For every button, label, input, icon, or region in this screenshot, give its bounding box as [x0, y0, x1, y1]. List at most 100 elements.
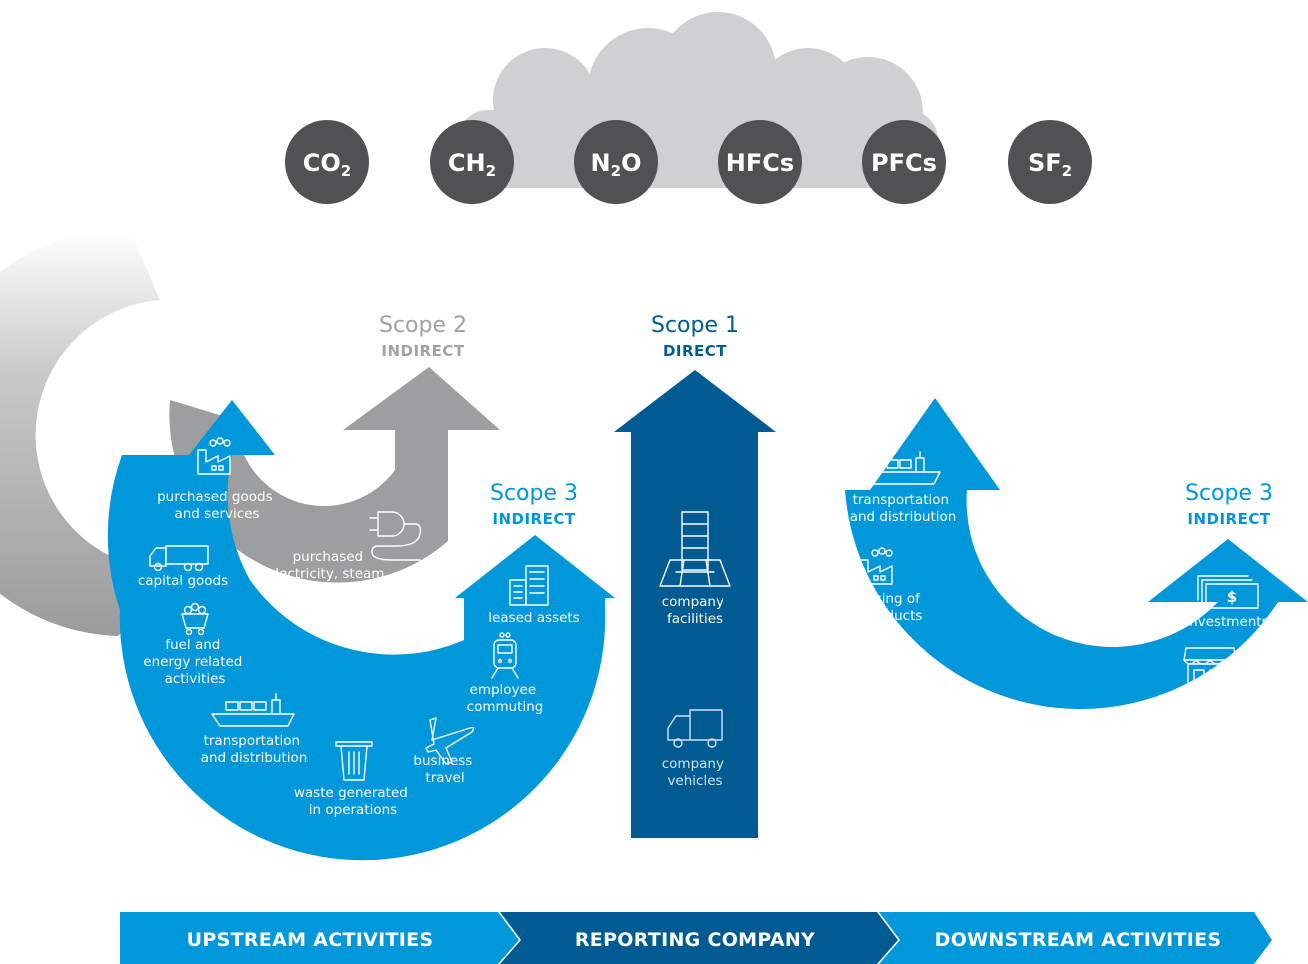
downstream-item-line: processing of [830, 591, 921, 607]
downstream-item-line: end-of-life treatment [934, 769, 1074, 785]
upstream-item-line: fuel and [165, 637, 220, 653]
scope2-item-purchased-energy: purchased electricity, steam, heating & … [267, 511, 422, 616]
van-icon [667, 709, 723, 748]
svg-text:SF2: SF2 [1028, 149, 1072, 180]
scope3-downstream-title: Scope 3 [1185, 481, 1273, 506]
scope3-upstream-title: Scope 3 [490, 481, 578, 506]
airplane-icon [425, 717, 475, 765]
scope1-item-vehicles: company vehicles [662, 709, 729, 789]
scope2-item-line: for own use [291, 600, 370, 616]
scope1-item-line: facilities [667, 611, 723, 627]
downstream-item-line: of sold products [952, 786, 1060, 802]
svg-text:business travel: business travel [413, 753, 476, 786]
svg-text:transportation and distr: transportation and distribution [850, 492, 957, 525]
svg-text:waste generated in opera: waste generated in operations [294, 785, 412, 818]
coal-cart-icon [181, 602, 209, 636]
scope1-subtitle: DIRECT [663, 342, 727, 360]
band-upstream [120, 912, 519, 964]
scope1-arrow-shape [614, 370, 776, 838]
activity-band: UPSTREAM ACTIVITIES REPORTING COMPANY DO… [120, 912, 1272, 964]
downstream-item-leased-assets: leased assets [1104, 707, 1196, 770]
svg-text:company vehicles: company vehicles [662, 756, 729, 789]
scope3-downstream-arrow-shape [845, 398, 1308, 709]
downstream-item-end-of-life: end-of-life treatment of sold products [934, 727, 1079, 802]
truck-icon [149, 545, 209, 572]
upstream-item-line: in operations [309, 802, 397, 818]
band-downstream-label: DOWNSTREAM ACTIVITIES [935, 929, 1222, 951]
svg-text:purchased goods and serv: purchased goods and services [157, 489, 277, 522]
svg-text:fuel and energy related: fuel and energy related activities [143, 637, 246, 687]
downstream-item-transportation: transportation and distribution [850, 451, 957, 525]
ship-icon [211, 693, 295, 727]
light-bulb-icon [889, 644, 931, 689]
upstream-item-waste: waste generated in operations [294, 741, 412, 818]
gas-sf2: SF2 [1008, 120, 1092, 204]
svg-text:CO2: CO2 [303, 149, 351, 180]
svg-text:company facilities: company facilities [662, 594, 729, 627]
scope3-downstream-subtitle: INDIRECT [1187, 510, 1270, 528]
scope1-title: Scope 1 [651, 313, 739, 338]
svg-text:HFCs: HFCs [726, 149, 794, 177]
upstream-item-line: leased assets [488, 610, 580, 626]
downstream-item-line: investments [1185, 614, 1268, 630]
scope2-item-line: electricity, steam, [267, 566, 389, 582]
svg-text:PFCs: PFCs [871, 149, 937, 177]
gas-hfcs: HFCs [718, 120, 802, 204]
upstream-item-line: commuting [467, 699, 544, 715]
gas-n2o: N2O [574, 120, 658, 204]
building-icon [1127, 707, 1167, 748]
scope2-item-line: heating & cooling [268, 583, 387, 599]
upstream-item-line: and distribution [201, 750, 308, 766]
upstream-item-line: transportation [204, 733, 301, 749]
svg-text:processing of sold produ: processing of sold products [830, 591, 924, 624]
svg-text:CH2: CH2 [448, 149, 496, 180]
scope1-item-facilities: company facilities [659, 511, 731, 627]
office-building-icon [659, 511, 731, 587]
svg-text:purchased electricity, s: purchased electricity, steam, heating & … [267, 549, 393, 616]
scope1-item-line: company [662, 756, 724, 772]
scope3-upstream-subtitle: INDIRECT [492, 510, 575, 528]
svg-text:use of sold products: use of sold products [872, 701, 949, 734]
upstream-item-line: and services [174, 506, 259, 522]
building-icon [509, 565, 549, 606]
upstream-item-line: waste generated [294, 785, 408, 801]
downstream-item-investments: $ investments [1185, 575, 1269, 630]
upstream-item-line: energy related [143, 654, 242, 670]
downstream-item-line: transportation [853, 492, 950, 508]
svg-text:employee commuting: employee commuting [467, 682, 544, 715]
recycle-bin-icon [985, 727, 1023, 759]
band-upstream-label: UPSTREAM ACTIVITIES [187, 929, 434, 951]
plug-icon [369, 511, 422, 561]
band-downstream [879, 912, 1272, 964]
upstream-item-transportation: transportation and distribution [201, 693, 308, 766]
band-reporting [500, 912, 898, 964]
downstream-item-line: use of sold [872, 701, 945, 717]
storefront-icon [1183, 647, 1237, 687]
gas-ch2: CH2 [430, 120, 514, 204]
upstream-item-line: employee [470, 682, 537, 698]
scope1-item-line: vehicles [667, 773, 722, 789]
scope2-item-line: purchased [293, 549, 364, 565]
downstream-item-use: use of sold products [872, 644, 949, 734]
downstream-item-line: franchises [1175, 687, 1244, 703]
band-reporting-label: REPORTING COMPANY [575, 929, 815, 951]
downstream-item-line: and distribution [850, 509, 957, 525]
downstream-item-line: leased assets [1104, 754, 1196, 770]
upstream-item-line: business [413, 753, 472, 769]
upstream-item-line: purchased goods [157, 489, 273, 505]
upstream-item-line: travel [425, 770, 464, 786]
ship-icon [859, 451, 941, 485]
scope1-item-line: company [662, 594, 724, 610]
banknote-icon: $ [1197, 575, 1259, 609]
scope2-title: Scope 2 [379, 313, 467, 338]
train-icon [491, 632, 519, 679]
svg-text:transportation and distr: transportation and distribution [201, 733, 308, 766]
scope2-swirl-shadow [0, 229, 182, 636]
downstream-item-franchises: franchises [1175, 647, 1245, 703]
upstream-item-line: capital goods [138, 573, 228, 589]
factory-icon [859, 547, 893, 585]
downstream-item-line: sold products [832, 608, 923, 624]
svg-text:N2O: N2O [591, 149, 642, 180]
svg-text:end-of-life treatment of: end-of-life treatment of sold products [934, 769, 1079, 802]
upstream-item-business-travel: business travel [413, 717, 476, 786]
